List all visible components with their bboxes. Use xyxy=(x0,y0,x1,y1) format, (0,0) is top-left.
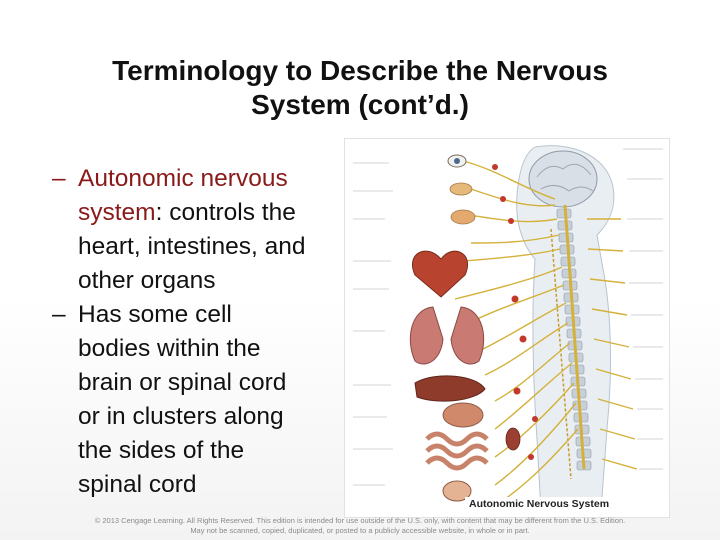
stomach-organ xyxy=(442,402,484,428)
bullet-dash: – xyxy=(52,301,66,328)
slide-title-line-1: Terminology to Describe the Nervous xyxy=(112,55,608,86)
brain-shape xyxy=(528,150,598,208)
bladder-organ xyxy=(442,480,472,502)
liver-organ xyxy=(414,375,486,402)
term-autonomic: Autonomic nervous xyxy=(78,165,288,192)
bullet-text: the sides of the xyxy=(78,437,245,464)
body-silhouette xyxy=(516,145,615,512)
intestines-organ xyxy=(425,431,489,471)
bullet-dash: – xyxy=(52,165,66,192)
heart-organ xyxy=(412,250,468,298)
lungs-organ xyxy=(409,306,485,365)
bullet-text: heart, intestines, and xyxy=(78,233,306,260)
figure-caption-box: Autonomic Nervous System xyxy=(465,497,610,513)
salivary-organ xyxy=(450,209,476,225)
bullet-list: – Autonomic nervous system: controls the… xyxy=(52,162,352,502)
copyright-line-2: May not be scanned, copied, duplicated, … xyxy=(190,526,530,535)
brain-folds xyxy=(536,163,594,192)
spinal-cord xyxy=(563,204,586,470)
bullet-text: other organs xyxy=(78,267,216,294)
ganglia xyxy=(492,164,538,460)
slide-title-line-2: System (cont’d.) xyxy=(251,89,469,120)
bullet-text: Has some cell xyxy=(78,301,232,328)
bullet-autonomic: – Autonomic nervous system: controls the… xyxy=(52,162,352,298)
bullet-cell-bodies: – Has some cell bodies within the brain … xyxy=(52,298,352,502)
term-system: system xyxy=(78,199,156,226)
bullet-text: : controls the xyxy=(155,199,296,226)
bullet-text: spinal cord xyxy=(78,471,197,498)
copyright-line-1: © 2013 Cengage Learning. All Rights Rese… xyxy=(94,516,626,525)
bullet-text: brain or spinal cord xyxy=(78,369,287,396)
nervous-system-diagram xyxy=(353,145,663,512)
figure-caption: Autonomic Nervous System xyxy=(469,498,610,510)
figure-label-lines xyxy=(353,148,663,486)
bullet-text: bodies within the xyxy=(78,335,261,362)
kidney-organ xyxy=(505,427,521,451)
bullet-text: or in clusters along xyxy=(78,403,284,430)
autonomic-nervous-system-illustration: Autonomic Nervous System xyxy=(344,138,670,518)
slide-title: Terminology to Describe the Nervous Syst… xyxy=(40,54,680,122)
gland-organ xyxy=(449,182,473,196)
copyright-footer: © 2013 Cengage Learning. All Rights Rese… xyxy=(60,516,660,536)
